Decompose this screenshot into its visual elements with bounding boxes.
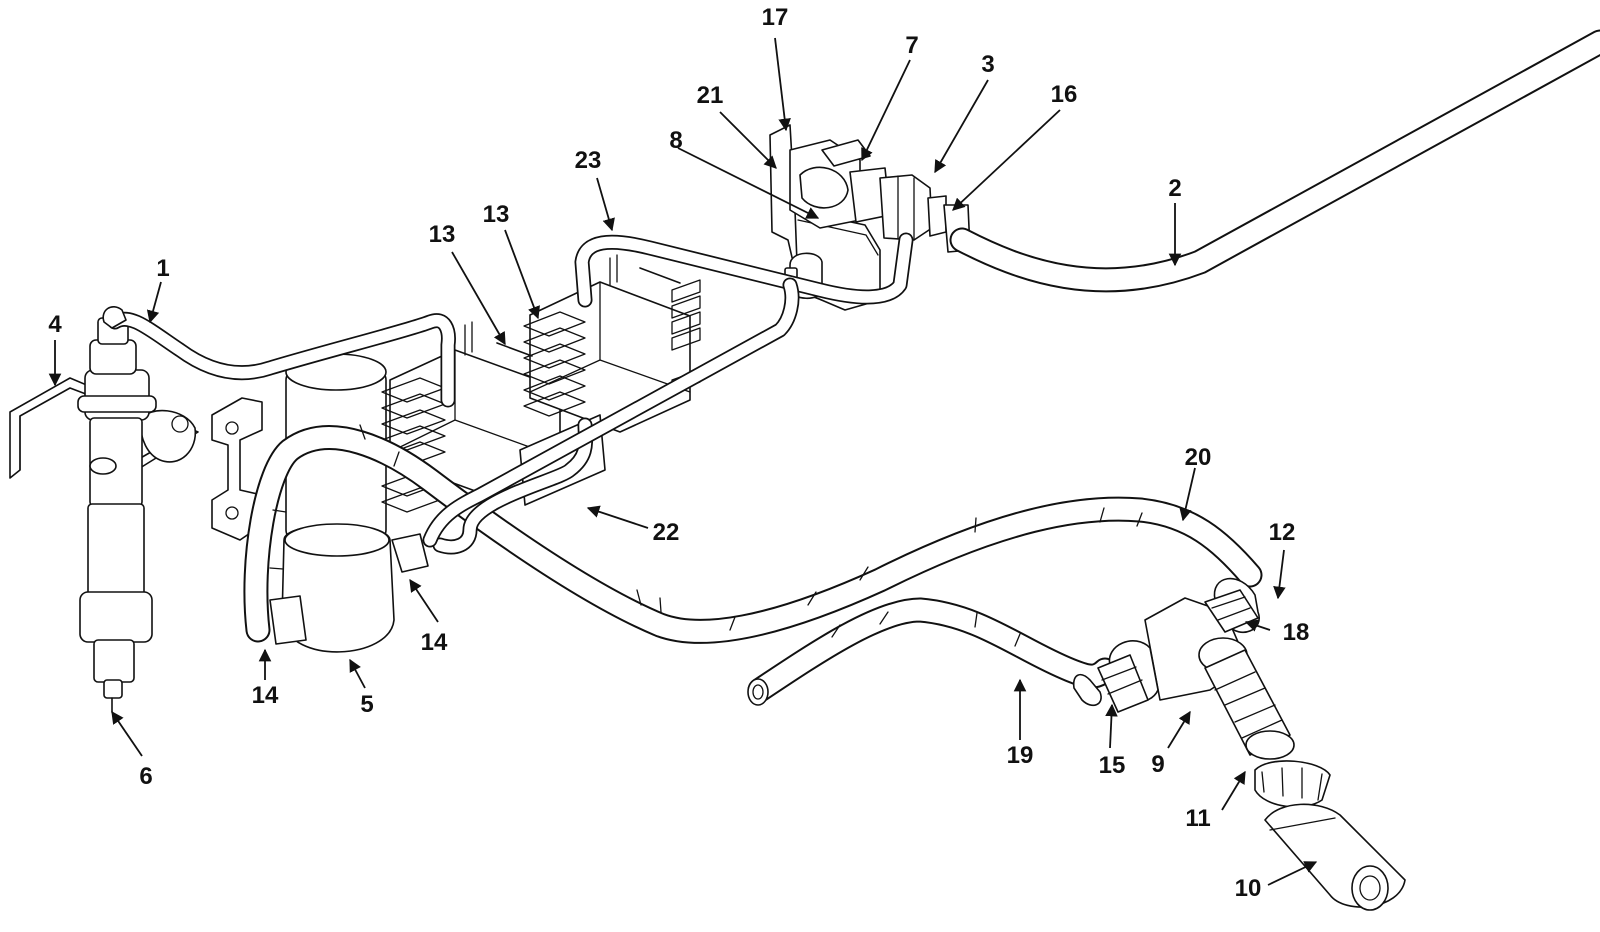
- leader-14b: [409, 578, 439, 623]
- fuel-filter: [269, 353, 429, 653]
- leader-21: [719, 111, 777, 169]
- callout-13b: 13: [483, 201, 510, 228]
- callout-2: 2: [1168, 175, 1181, 202]
- callout-17: 17: [762, 4, 789, 31]
- leader-6: [111, 710, 143, 757]
- leader-22: [586, 505, 649, 529]
- callout-3: 3: [981, 51, 994, 78]
- hoses: [243, 29, 1600, 706]
- leader-11: [1221, 770, 1246, 811]
- callout-11: 11: [1185, 805, 1210, 832]
- callout-18: 18: [1283, 619, 1310, 646]
- callout-21: 21: [697, 82, 724, 109]
- leader-23: [596, 177, 615, 232]
- callout-14a: 14: [252, 682, 279, 709]
- callout-labels: 1 2 3 4 5 6 7 8 9 10 11 12 13 13 14 14 1: [48, 4, 1318, 902]
- callout-7: 7: [905, 32, 918, 59]
- callout-9: 9: [1151, 751, 1164, 778]
- leader-1: [146, 281, 162, 324]
- callout-22: 22: [653, 519, 680, 546]
- leader-3: [934, 79, 989, 174]
- callout-14b: 14: [421, 629, 448, 656]
- leader-12: [1273, 549, 1286, 600]
- leader-5: [349, 658, 366, 689]
- callout-4: 4: [48, 311, 62, 338]
- leader-8: [677, 147, 820, 219]
- leader-16: [952, 109, 1061, 211]
- leader-20: [1179, 467, 1196, 522]
- tubes: [102, 232, 914, 555]
- injector-assembly: [9, 317, 199, 713]
- separator-assembly: [1072, 577, 1406, 911]
- leader-10: [1267, 861, 1318, 886]
- callout-13a: 13: [429, 221, 456, 248]
- leader-7: [861, 59, 911, 162]
- callout-16: 16: [1051, 81, 1078, 108]
- callout-6: 6: [139, 763, 152, 790]
- leader-9: [1167, 710, 1191, 749]
- callout-15: 15: [1099, 752, 1126, 779]
- callout-5: 5: [360, 691, 373, 718]
- callout-20: 20: [1185, 444, 1212, 471]
- leader-13b: [504, 229, 540, 320]
- callout-8: 8: [669, 127, 682, 154]
- leader-18: [1244, 619, 1271, 632]
- leader-17: [774, 37, 791, 132]
- callout-23: 23: [575, 147, 602, 174]
- leader-13a: [451, 251, 506, 346]
- leader-15: [1105, 703, 1118, 749]
- callout-1: 1: [156, 255, 169, 282]
- callout-19: 19: [1007, 742, 1034, 769]
- callout-10: 10: [1235, 875, 1262, 902]
- callout-12: 12: [1269, 519, 1296, 546]
